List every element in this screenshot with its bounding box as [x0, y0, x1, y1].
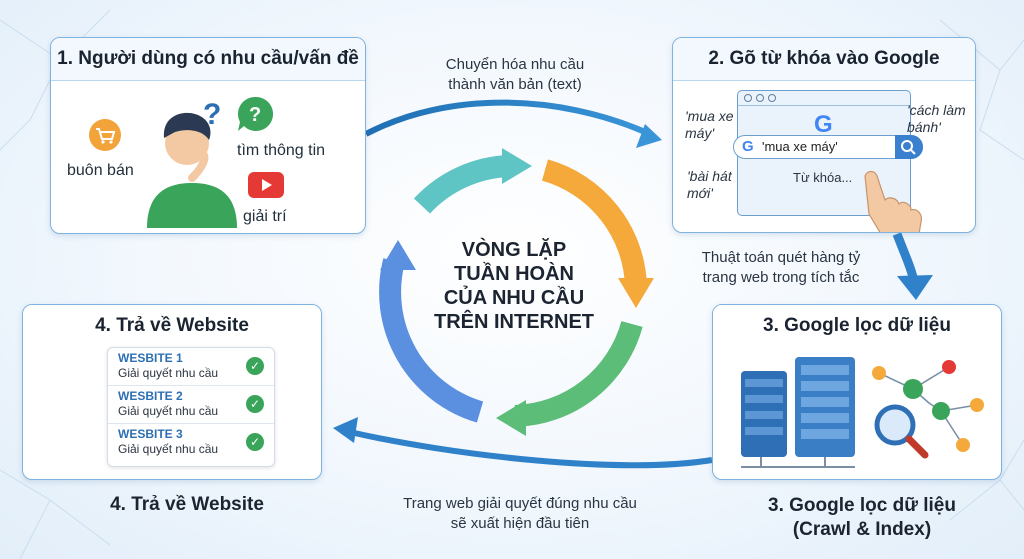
- keyword-line: máy': [685, 125, 715, 141]
- center-title-line: TRÊN INTERNET: [434, 311, 594, 333]
- arrow-head-top: [636, 124, 662, 148]
- step2-card: 2. Gõ từ khóa vào Google G G 'mua xe máy…: [672, 37, 976, 233]
- question-bubble-icon: ?: [237, 96, 274, 131]
- search-query: 'mua xe máy': [762, 139, 838, 154]
- keyword-left-bottom: 'bài hát mới': [687, 168, 732, 202]
- keyword-line: 'cách làm: [907, 102, 966, 118]
- bottom-title-line: (Crawl & Index): [792, 519, 932, 540]
- note-line: Chuyển hóa nhu cầu: [445, 56, 585, 73]
- google-logo-icon: G: [814, 111, 833, 138]
- result-desc: Giải quyết nhu cầu: [118, 442, 219, 456]
- step3-title: 3. Google lọc dữ liệu: [713, 305, 1001, 347]
- cycle-arc-blue: [379, 258, 484, 423]
- step1-card: 1. Người dùng có nhu cầu/vấn đề buôn bán…: [50, 37, 366, 234]
- keyword-line: 'bài hát: [687, 168, 732, 184]
- result-desc: Giải quyết nhu cầu: [118, 366, 219, 380]
- search-input[interactable]: G 'mua xe máy': [733, 134, 923, 159]
- arrow-head-right: [897, 275, 933, 300]
- step4-title: 4. Trả về Website: [23, 305, 321, 347]
- result-name: WESBITE 3: [118, 427, 183, 441]
- results-list: WESBITE 1 Giải quyết nhu cầu ✓ WESBITE 2…: [107, 347, 275, 467]
- keyword-line: bánh': [907, 119, 941, 135]
- note-line: thành văn bản (text): [448, 76, 582, 93]
- check-icon: ✓: [246, 433, 264, 451]
- svg-text:?: ?: [249, 104, 261, 126]
- result-name: WESBITE 2: [118, 389, 183, 403]
- search-placeholder: Từ khóa...: [793, 170, 853, 185]
- arrow-step3-to-step4: [349, 429, 713, 469]
- center-title: VÒNG LẶP TUẦN HOÀN CỦA NHU CẦU TRÊN INTE…: [403, 238, 625, 334]
- cycle-ring: [379, 148, 654, 436]
- note-bottom: Trang web giải quyết đúng nhu cầu sẽ xuấ…: [380, 494, 660, 534]
- keyword-line: 'mua xe: [685, 108, 734, 124]
- result-item[interactable]: WESBITE 1 Giải quyết nhu cầu ✓: [108, 348, 274, 386]
- arrow-head-bottom: [333, 417, 358, 443]
- check-icon: ✓: [246, 395, 264, 413]
- cycle-arc-green: [514, 320, 643, 427]
- cycle-head-green: [496, 400, 526, 436]
- step1-title: 1. Người dùng có nhu cầu/vấn đề: [51, 38, 365, 81]
- hand-pointer-icon: [864, 170, 922, 232]
- svg-text:?: ?: [203, 98, 221, 131]
- label-buy: buôn bán: [67, 162, 134, 179]
- play-button-icon: [248, 172, 284, 198]
- keyword-right-top: 'cách làm bánh': [907, 102, 966, 136]
- result-desc: Giải quyết nhu cầu: [118, 404, 219, 418]
- center-title-line: VÒNG LẶP: [461, 239, 567, 261]
- cycle-head-blue: [380, 240, 416, 270]
- cycle-head-teal: [502, 148, 532, 184]
- label-info: tìm thông tin: [237, 142, 326, 159]
- cart-icon: [89, 119, 121, 151]
- search-icon: [901, 139, 916, 155]
- server-rack-icon: [741, 357, 855, 468]
- arrow-step2-to-step3: [892, 232, 919, 283]
- google-g-icon: G: [742, 138, 754, 155]
- window-dot: [768, 94, 776, 102]
- check-icon: ✓: [246, 357, 264, 375]
- note-top: Chuyển hóa nhu cầu thành văn bản (text): [410, 55, 620, 95]
- bottom-title-line: 3. Google lọc dữ liệu: [768, 495, 956, 516]
- cycle-arc-orange: [541, 159, 647, 287]
- network-magnifier-icon: [872, 360, 984, 459]
- keyword-left-top: 'mua xe máy': [685, 108, 734, 142]
- step3-bottom-title: 3. Google lọc dữ liệu (Crawl & Index): [752, 494, 972, 542]
- note-line: trang web trong tích tắc: [702, 269, 860, 286]
- step3-card: 3. Google lọc dữ liệu: [712, 304, 1002, 480]
- keyword-line: mới': [687, 185, 713, 201]
- step4-card: 4. Trả về Website WESBITE 1 Giải quyết n…: [22, 304, 322, 480]
- step4-bottom-title: 4. Trả về Website: [110, 494, 264, 515]
- browser-bar: [738, 91, 910, 106]
- step2-title: 2. Gõ từ khóa vào Google: [673, 38, 975, 81]
- note-right: Thuật toán quét hàng tỷ trang web trong …: [676, 248, 886, 288]
- cycle-head-orange: [618, 278, 654, 308]
- center-title-line: CỦA NHU CẦU: [443, 287, 585, 309]
- arrow-step1-to-step2: [364, 99, 647, 137]
- note-line: Trang web giải quyết đúng nhu cầu: [403, 495, 637, 512]
- window-dot: [756, 94, 764, 102]
- center-title-line: TUẦN HOÀN: [454, 263, 574, 285]
- note-line: Thuật toán quét hàng tỷ: [701, 249, 861, 266]
- search-button[interactable]: [895, 134, 923, 159]
- note-line: sẽ xuất hiện đầu tiên: [450, 515, 590, 532]
- result-item[interactable]: WESBITE 2 Giải quyết nhu cầu ✓: [108, 386, 274, 424]
- label-fun: giải trí: [243, 208, 287, 225]
- thinking-person-icon: ?: [147, 98, 237, 228]
- cycle-arc-teal: [413, 155, 511, 214]
- window-dot: [744, 94, 752, 102]
- result-item[interactable]: WESBITE 3 Giải quyết nhu cầu ✓: [108, 424, 274, 462]
- result-name: WESBITE 1: [118, 351, 183, 365]
